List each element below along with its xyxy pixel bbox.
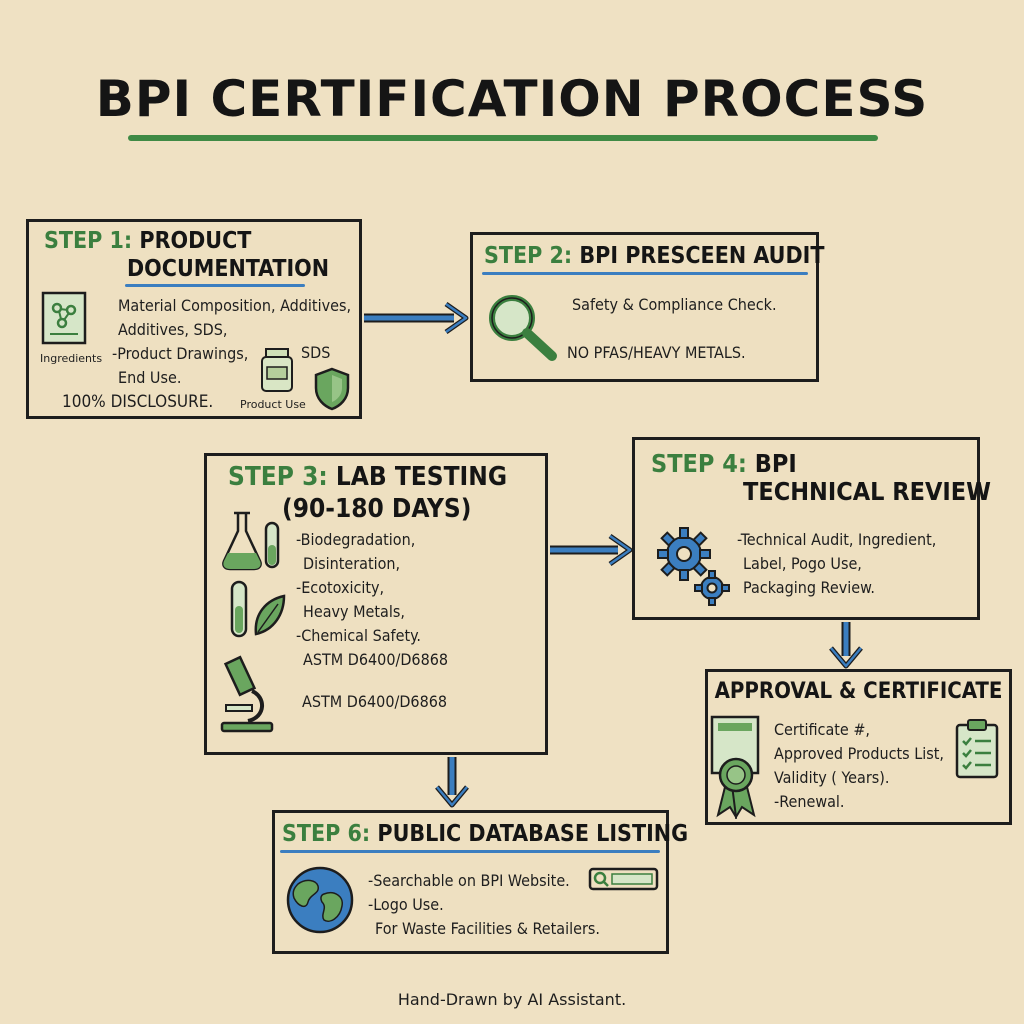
step4-line: Packaging Review. (743, 578, 875, 597)
page-title: BPI CERTIFICATION PROCESS (95, 70, 929, 128)
step1-line: End Use. (118, 368, 182, 387)
document-molecule-icon (40, 290, 90, 350)
step6-line: -Searchable on BPI Website. (368, 871, 570, 890)
step1-title-underline (125, 284, 305, 287)
step3-line: ASTM D6400/D6868 (303, 650, 449, 669)
step1-title-line1: PRODUCT (139, 228, 252, 254)
step3-heading: STEP 3: LAB TESTING (228, 462, 507, 492)
step1-body: Material Composition, Additives, Additiv… (112, 294, 352, 390)
step4-line: -Technical Audit, Ingredient, (737, 530, 937, 549)
step1-line: Material Composition, Additives, (118, 296, 352, 315)
step3-line: -Chemical Safety. (296, 626, 421, 645)
shield-icon (312, 366, 352, 416)
step1-label: STEP 1: (44, 228, 133, 254)
step2-title: BPI PRESCEEN AUDIT (579, 243, 825, 269)
step1-line: Additives, SDS, (118, 320, 228, 339)
step2-box (470, 232, 819, 382)
step4-box (632, 437, 980, 620)
gears-icon (656, 526, 736, 614)
step4-title-line2: TECHNICAL REVIEW (743, 477, 991, 506)
arrow-step3-to-step4 (548, 532, 634, 572)
approval-line: Approved Products List, (774, 744, 944, 763)
approval-line: -Renewal. (774, 792, 845, 811)
arrow-step1-to-step2 (362, 300, 470, 340)
arrow-step4-to-approval (826, 620, 866, 674)
step4-line: Label, Pogo Use, (743, 554, 862, 573)
step3-line: -Biodegradation, (296, 530, 416, 549)
step6-heading: STEP 6: PUBLIC DATABASE LISTING (282, 821, 688, 847)
step6-body: -Searchable on BPI Website. -Logo Use. F… (368, 869, 600, 941)
step6-line: For Waste Facilities & Retailers. (375, 919, 600, 938)
clipboard-checklist-icon (954, 717, 1000, 785)
step4-body: -Technical Audit, Ingredient, Label, Pog… (737, 528, 936, 600)
step4-heading: STEP 4: BPI (651, 449, 797, 478)
step3-standard: ASTM D6400/D6868 (302, 692, 448, 711)
step6-line: -Logo Use. (368, 895, 444, 914)
step1-heading: STEP 1: PRODUCT (44, 228, 251, 254)
microscope-icon (218, 651, 278, 741)
step4-label: STEP 4: (651, 449, 747, 478)
approval-line: Validity ( Years). (774, 768, 890, 787)
test-tube-leaf-icon (226, 578, 290, 644)
step3-body: -Biodegradation, Disinteration, -Ecotoxi… (296, 528, 448, 672)
product-use-label: Product Use (240, 398, 306, 411)
disclosure-text: 100% DISCLOSURE. (62, 392, 214, 412)
step6-label: STEP 6: (282, 821, 371, 847)
title-underline (128, 135, 878, 141)
step3-line: -Ecotoxicity, (296, 578, 385, 597)
sds-label: SDS (301, 343, 331, 362)
step2-label: STEP 2: (484, 243, 573, 269)
ingredients-label: Ingredients (40, 352, 103, 365)
step1-line: -Product Drawings, (112, 344, 249, 363)
step6-title-underline (280, 850, 660, 853)
step3-line: Disinteration, (303, 554, 401, 573)
certificate-ribbon-icon (706, 713, 766, 823)
step3-label: STEP 3: (228, 462, 328, 492)
step6-title: PUBLIC DATABASE LISTING (377, 821, 689, 847)
jar-icon (258, 347, 296, 399)
step3-title-line2: (90-180 DAYS) (282, 494, 472, 524)
step3-title-line1: LAB TESTING (335, 462, 508, 492)
step1-title-line2: DOCUMENTATION (127, 256, 330, 282)
flask-icon (220, 509, 284, 575)
step2-line: Safety & Compliance Check. (572, 295, 777, 314)
step4-title-line1: BPI (754, 449, 797, 478)
step3-line: Heavy Metals, (303, 602, 405, 621)
magnifier-icon (484, 290, 560, 370)
footer-credit: Hand-Drawn by AI Assistant. (397, 990, 627, 1009)
search-bar-icon (588, 866, 660, 896)
step2-heading: STEP 2: BPI PRESCEEN AUDIT (484, 243, 824, 269)
approval-body: Certificate #, Approved Products List, V… (774, 718, 944, 814)
step2-line: NO PFAS/HEAVY METALS. (567, 343, 746, 362)
step2-title-underline (482, 272, 808, 275)
arrow-step3-to-step6 (432, 755, 472, 813)
globe-icon (284, 864, 356, 940)
approval-title: APPROVAL & CERTIFICATE (714, 679, 1003, 704)
approval-line: Certificate #, (774, 720, 870, 739)
